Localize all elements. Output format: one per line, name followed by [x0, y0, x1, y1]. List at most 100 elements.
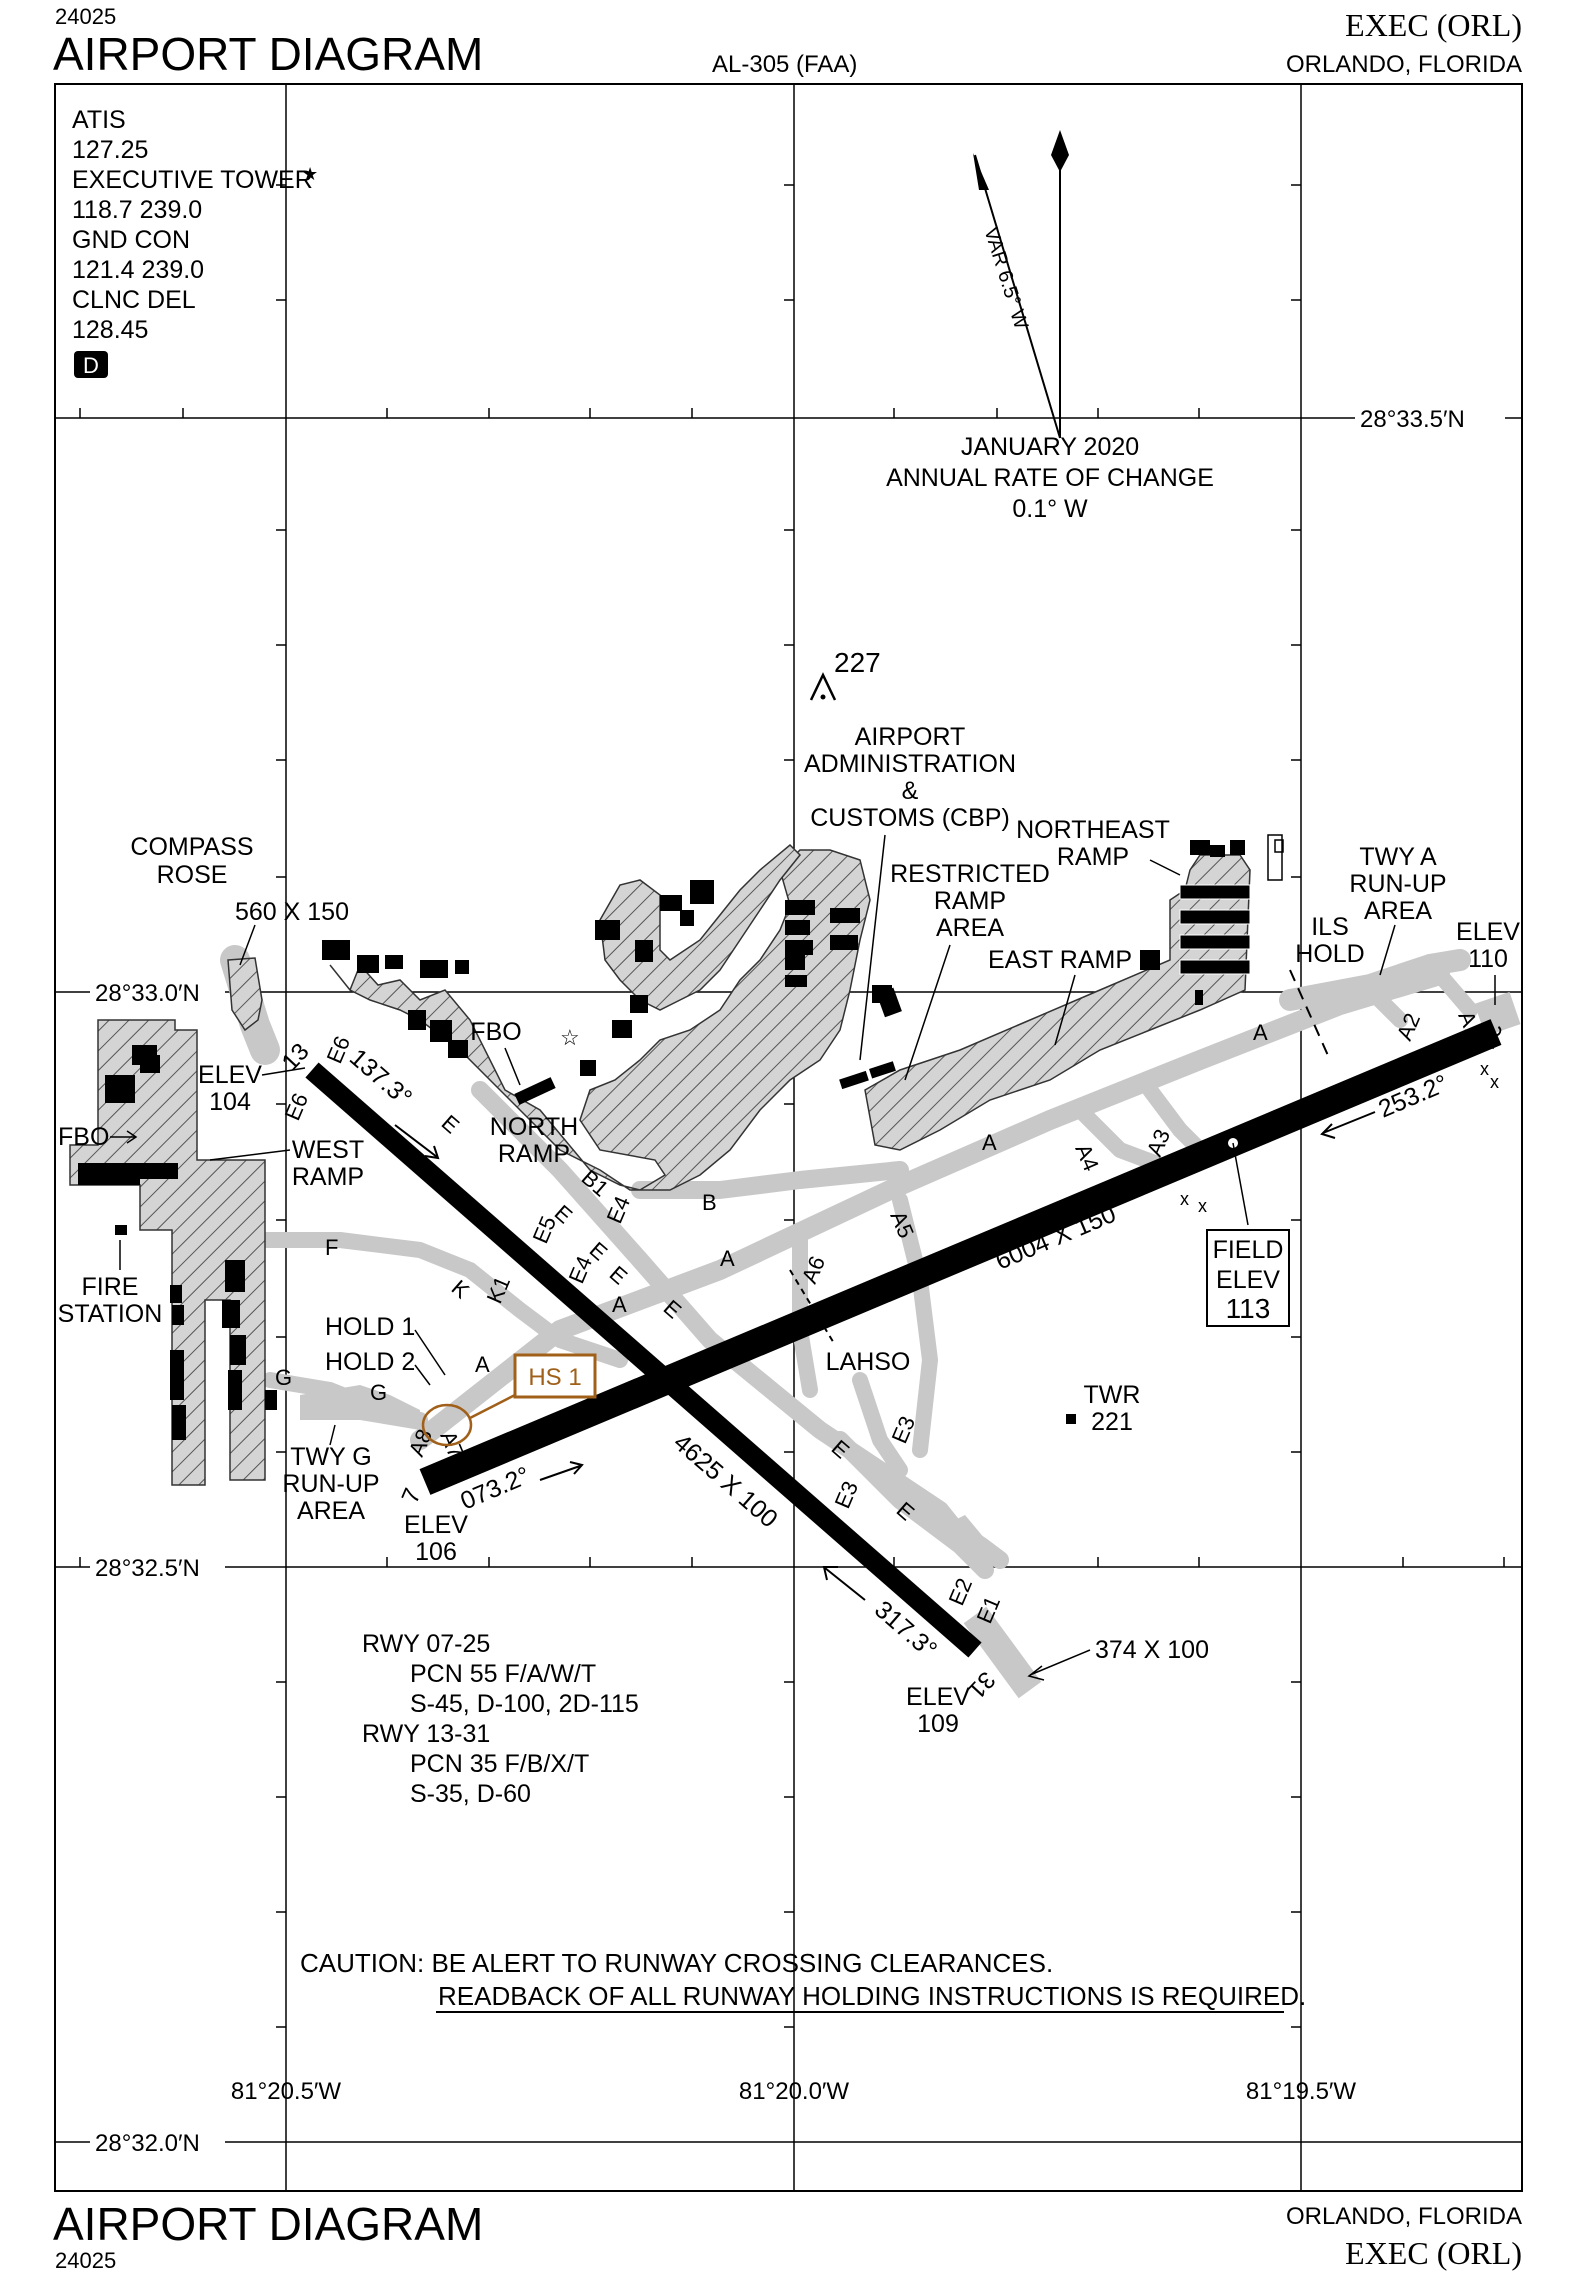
- hold-2-label: HOLD 2: [325, 1348, 415, 1376]
- twy-a-runup-label-1: TWY A: [1359, 843, 1437, 871]
- twy-a4-label: A4: [1070, 1140, 1104, 1175]
- admin-label-3: &: [902, 777, 919, 805]
- rwy-end-7: 7: [397, 1484, 427, 1507]
- fire-station-label-1: FIRE: [82, 1273, 139, 1301]
- d-symbol: D: [83, 353, 99, 378]
- twy-e6-label-2: E6: [280, 1089, 314, 1124]
- footer-city: ORLANDO, FLORIDA: [1286, 2203, 1522, 2230]
- restricted-label-1: RESTRICTED: [890, 860, 1050, 888]
- clnc-freq: 128.45: [72, 316, 148, 344]
- runway-07-25: [419, 1019, 1502, 1495]
- tower-label-map: TWR: [1084, 1381, 1141, 1409]
- mag-rate-value: 0.1° W: [1012, 495, 1088, 523]
- gnd-label: GND CON: [72, 226, 190, 254]
- lat-label-3: 28°32.5′N: [95, 1555, 200, 1582]
- gnd-freq: 121.4 239.0: [72, 256, 204, 284]
- east-ramp-label: EAST RAMP: [988, 946, 1132, 974]
- elev-nw-label-1: ELEV: [198, 1061, 262, 1089]
- twy-g-label-1: G: [275, 1365, 292, 1390]
- e-hold-pad: [935, 1515, 990, 1565]
- tower-label: EXECUTIVE TOWER: [72, 166, 313, 194]
- compass-rose-label-1: COMPASS: [130, 833, 253, 861]
- ne-ramp-hangars: [1267, 834, 1284, 881]
- admin-buildings: [839, 987, 902, 1090]
- caution-line-2: READBACK OF ALL RUNWAY HOLDING INSTRUCTI…: [438, 1981, 1306, 2011]
- tower-icon: [1066, 1414, 1076, 1424]
- hold-1-label: HOLD 1: [325, 1313, 415, 1341]
- twy-a-label-5: A: [1253, 1020, 1268, 1045]
- mag-rate-label: ANNUAL RATE OF CHANGE: [886, 464, 1214, 492]
- runway-25-overrun: [1474, 991, 1521, 1037]
- ils-hold-line: [1289, 969, 1331, 1061]
- fbo-star-icon: ☆: [560, 1025, 580, 1050]
- header-title: AIRPORT DIAGRAM: [53, 28, 483, 80]
- twy-g-runup-label-1: TWY G: [290, 1443, 371, 1471]
- footer-title: AIRPORT DIAGRAM: [53, 2198, 483, 2250]
- obstacle-icon: [809, 672, 837, 701]
- header-airport-id: EXEC (ORL): [1345, 7, 1522, 43]
- twy-a-label-2: A: [612, 1292, 627, 1317]
- admin-label-2: ADMINISTRATION: [804, 750, 1016, 778]
- hdg-073-arrow: [539, 1461, 584, 1481]
- ils-hold-label-2: HOLD: [1295, 940, 1364, 968]
- rwy-end-13: 13: [277, 1038, 315, 1076]
- twy-e-label-1: E: [437, 1110, 464, 1139]
- header-procedure: AL-305 (FAA): [712, 51, 857, 78]
- atis-freq: 127.25: [72, 136, 148, 164]
- north-ramp: [329, 849, 871, 1191]
- runway-13-31: [305, 1062, 982, 1658]
- twy-f-label: F: [325, 1235, 338, 1260]
- twy-g-runup-label-3: AREA: [297, 1497, 365, 1525]
- pad-size-label: 560 X 150: [235, 898, 349, 926]
- map-frame: [54, 83, 1523, 2192]
- coordinate-labels: 28°33.5′N 28°33.0′N 28°32.5′N 28°32.0′N …: [90, 403, 1505, 2157]
- hotspot-circle: [421, 1403, 473, 1447]
- twy-b-label: B: [702, 1190, 717, 1215]
- footer-code: 24025: [55, 2248, 116, 2273]
- fbo-north-building: [514, 1077, 556, 1105]
- pcn-rwy1: RWY 07-25: [362, 1630, 490, 1658]
- lat-label-2: 28°33.0′N: [95, 980, 200, 1007]
- svg-text:x: x: [1180, 1189, 1189, 1209]
- mag-date: JANUARY 2020: [961, 433, 1139, 461]
- header-code: 24025: [55, 4, 116, 29]
- hotspot-box: [513, 1353, 597, 1399]
- grid-lines: [55, 84, 1522, 2191]
- twy-a-runup-label-2: RUN-UP: [1349, 870, 1446, 898]
- twy-a-label-3: A: [720, 1246, 735, 1271]
- lon-label-1: 81°20.5′W: [231, 2078, 342, 2105]
- tower-freq: 118.7 239.0: [72, 196, 202, 224]
- elev-se-label-2: 109: [917, 1710, 959, 1738]
- hdg-137-arrow: [394, 1124, 440, 1160]
- north-ramp-label-2: RAMP: [498, 1140, 570, 1168]
- lahso-label: LAHSO: [826, 1348, 911, 1376]
- elev-sw-label-1: ELEV: [404, 1511, 468, 1539]
- atis-label: ATIS: [72, 106, 126, 134]
- caution-line-1: CAUTION: BE ALERT TO RUNWAY CROSSING CLE…: [300, 1948, 1053, 1978]
- restricted-label-2: RAMP: [934, 887, 1006, 915]
- north-ramp-label-1: NORTH: [490, 1113, 578, 1141]
- field-elev-label-3: 113: [1226, 1293, 1271, 1324]
- lat-label-1: 28°33.5′N: [1360, 406, 1465, 433]
- tower-elev-map: 221: [1091, 1408, 1133, 1436]
- north-ramp-upper: [599, 843, 802, 1011]
- west-ramp-label-1: WEST: [292, 1136, 364, 1164]
- clnc-label: CLNC DEL: [72, 286, 196, 314]
- pcn-rwy1-wt: S-45, D-100, 2D-115: [410, 1690, 639, 1718]
- pcn-rwy2-pcn: PCN 35 F/B/X/T: [410, 1750, 589, 1778]
- elev-se-label-1: ELEV: [906, 1683, 970, 1711]
- header-city: ORLANDO, FLORIDA: [1286, 51, 1522, 78]
- caution-note: CAUTION: BE ALERT TO RUNWAY CROSSING CLE…: [300, 1948, 1306, 2013]
- admin-label-1: AIRPORT: [855, 723, 966, 751]
- twy-g-label-2: G: [370, 1380, 387, 1405]
- twy-e-label-4: E: [605, 1261, 632, 1290]
- fbo-west-label: FBO: [58, 1123, 109, 1151]
- obstacle-height: 227: [834, 647, 881, 678]
- svg-text:x: x: [1490, 1072, 1499, 1092]
- twy-e3-label-2: E3: [830, 1477, 864, 1512]
- hdg-253-arrow: [1320, 1111, 1376, 1139]
- compass-rose-label-2: ROSE: [157, 861, 228, 889]
- field-elev-label-1: FIELD: [1213, 1236, 1284, 1264]
